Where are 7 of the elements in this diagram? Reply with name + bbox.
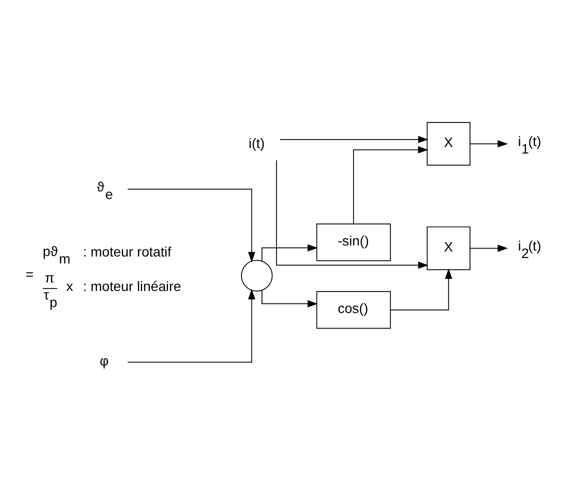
node-text: i(t) (248, 136, 265, 151)
label: : moteur linéaire (83, 278, 182, 294)
label: x (66, 278, 74, 294)
label: : moteur rotatif (83, 244, 172, 260)
label: = (26, 266, 34, 282)
label: π (44, 270, 54, 286)
node-text: φ (100, 353, 109, 368)
